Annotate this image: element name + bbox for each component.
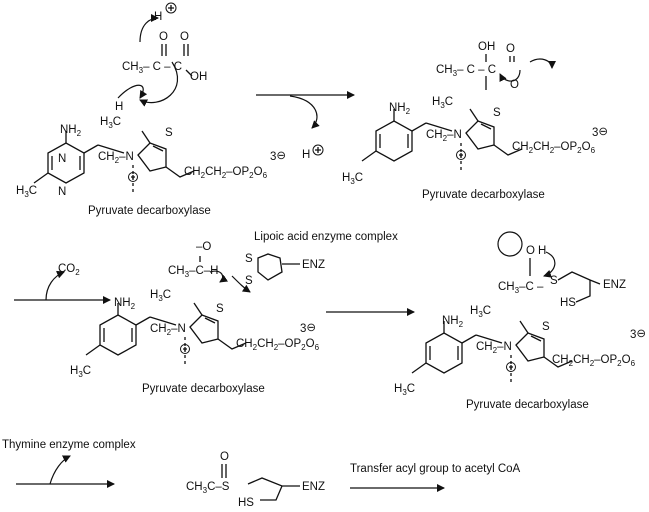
curved-arrow-oh-4 [543, 251, 556, 278]
pyruvate-carbonyl-bond [161, 44, 167, 56]
curved-arrow-attack-1 [139, 61, 179, 107]
nh2-label-2: NH2 [389, 102, 411, 116]
methyl-label-4: H3C [470, 305, 491, 319]
co2-label: CO2 [58, 263, 80, 277]
lipoic-s1-label: S [245, 253, 253, 265]
ch2-label-1: CH2–N [98, 151, 134, 165]
svg-text:H: H [538, 245, 546, 257]
ylide-h-label-1: H [115, 101, 123, 113]
oh-label-3: –O [196, 241, 211, 253]
adduct-oh-label-2: OH [478, 41, 495, 53]
enzyme-caption-1: Pyruvate decarboxylase [88, 205, 211, 217]
lipoic-s2-label: S [245, 275, 253, 287]
pyrimidine-n-label-1b: N [58, 186, 66, 198]
sh-label-4: HS [560, 297, 576, 309]
enzyme-caption-4: Pyruvate decarboxylase [466, 399, 589, 411]
sidechain-label-2: CH2CH2–OP2O6 [512, 141, 596, 155]
h3c-label-2: H3C [342, 172, 363, 186]
sulfur-label-4: S [542, 321, 550, 333]
curved-arrow-loop-4 [497, 231, 523, 257]
nh2-label-3: NH2 [114, 297, 136, 311]
nh2-label-4: NH2 [442, 315, 464, 329]
lipoic-acid-ring [257, 253, 300, 281]
curved-arrow-release-4 [49, 455, 71, 485]
pyruvate-o2-label: O [180, 31, 189, 43]
pyruvate-acid-carbonyl-bond [183, 44, 189, 56]
hydroxyethyl-label-4: CH3–C – [498, 281, 544, 295]
methyl-label-2: H3C [432, 96, 453, 110]
acyl-dihydrolipoamide: CH3C–S O [186, 451, 300, 501]
methyl-label-3: H3C [150, 289, 171, 303]
charge-label-4: 3⊖ [630, 328, 646, 341]
sulfur-label-1: S [165, 127, 173, 139]
charge-label-1: 3⊖ [270, 150, 286, 163]
ch2-label-2: CH2–N [426, 129, 462, 143]
proton-label-released: H [302, 149, 310, 161]
enz-label-4: ENZ [603, 279, 626, 291]
transfer-acyl-label: Transfer acyl group to acetyl CoA [350, 463, 521, 475]
pyruvate-oh-label: OH [190, 71, 207, 83]
oh-label-4: O [526, 245, 535, 257]
curved-arrow-decarb-2 [529, 58, 556, 69]
sidechain-label-4: CH2CH2–OP2O6 [552, 354, 636, 368]
charge-label-2: 3⊖ [592, 126, 608, 139]
curved-arrow-attack-2 [117, 84, 148, 99]
enzyme-caption-2: Pyruvate decarboxylase [422, 189, 545, 201]
ch2-label-3: CH2–N [150, 323, 186, 337]
pyruvate-o-label: O [159, 31, 168, 43]
curved-arrow-co2-release [45, 270, 65, 301]
sh-label-acyl: HS [238, 497, 254, 509]
sidechain-label-3: CH2CH2–OP2O6 [236, 338, 320, 352]
svg-text:CH3C–S: CH3C–S [186, 481, 230, 495]
adduct-o2-label-2: O [510, 79, 519, 91]
curved-arrow-lipoic-2 [231, 275, 251, 293]
nh2-label-1: NH2 [60, 124, 82, 138]
enz-label-lipoic: ENZ [302, 259, 325, 271]
sulfur-label-3: S [216, 303, 224, 315]
adduct-ch3-label-2: CH3– C – C [436, 64, 496, 78]
curved-arrow-protonation [139, 14, 159, 43]
h3c-label-1: H3C [16, 185, 37, 199]
pyruvate-ch3-label: CH3– C – C [122, 61, 182, 75]
adduct-o-label-2: O [506, 43, 515, 55]
thymine-complex-label: Thymine enzyme complex [2, 439, 136, 451]
s-link-label-4: S [550, 275, 558, 287]
curved-arrow-decarb-1 [499, 69, 521, 83]
curved-arrow-lipoic-attack [209, 270, 229, 283]
hydroxyethyl-label-3: CH3–C–H [168, 265, 218, 279]
h3c-label-3: H3C [70, 365, 91, 379]
enz-label-acyl: ENZ [302, 481, 325, 493]
methyl-label-1: H3C [100, 116, 121, 130]
proton-charge-top [165, 2, 177, 14]
lipoic-complex-label: Lipoic acid enzyme complex [254, 231, 398, 243]
h3c-label-4: H3C [394, 383, 415, 397]
ch2-label-4: CH2–N [476, 341, 512, 355]
proton-label-top: H [154, 11, 162, 23]
enzyme-caption-3: Pyruvate decarboxylase [142, 383, 265, 395]
sulfur-label-2: S [493, 107, 501, 119]
svg-text:O: O [220, 451, 229, 463]
sidechain-label-1: CH2CH2–OP2O6 [184, 166, 268, 180]
charge-label-3: 3⊖ [300, 322, 316, 335]
pyrimidine-n-label-1a: N [58, 153, 66, 165]
curved-arrow-proton-release [289, 95, 320, 129]
